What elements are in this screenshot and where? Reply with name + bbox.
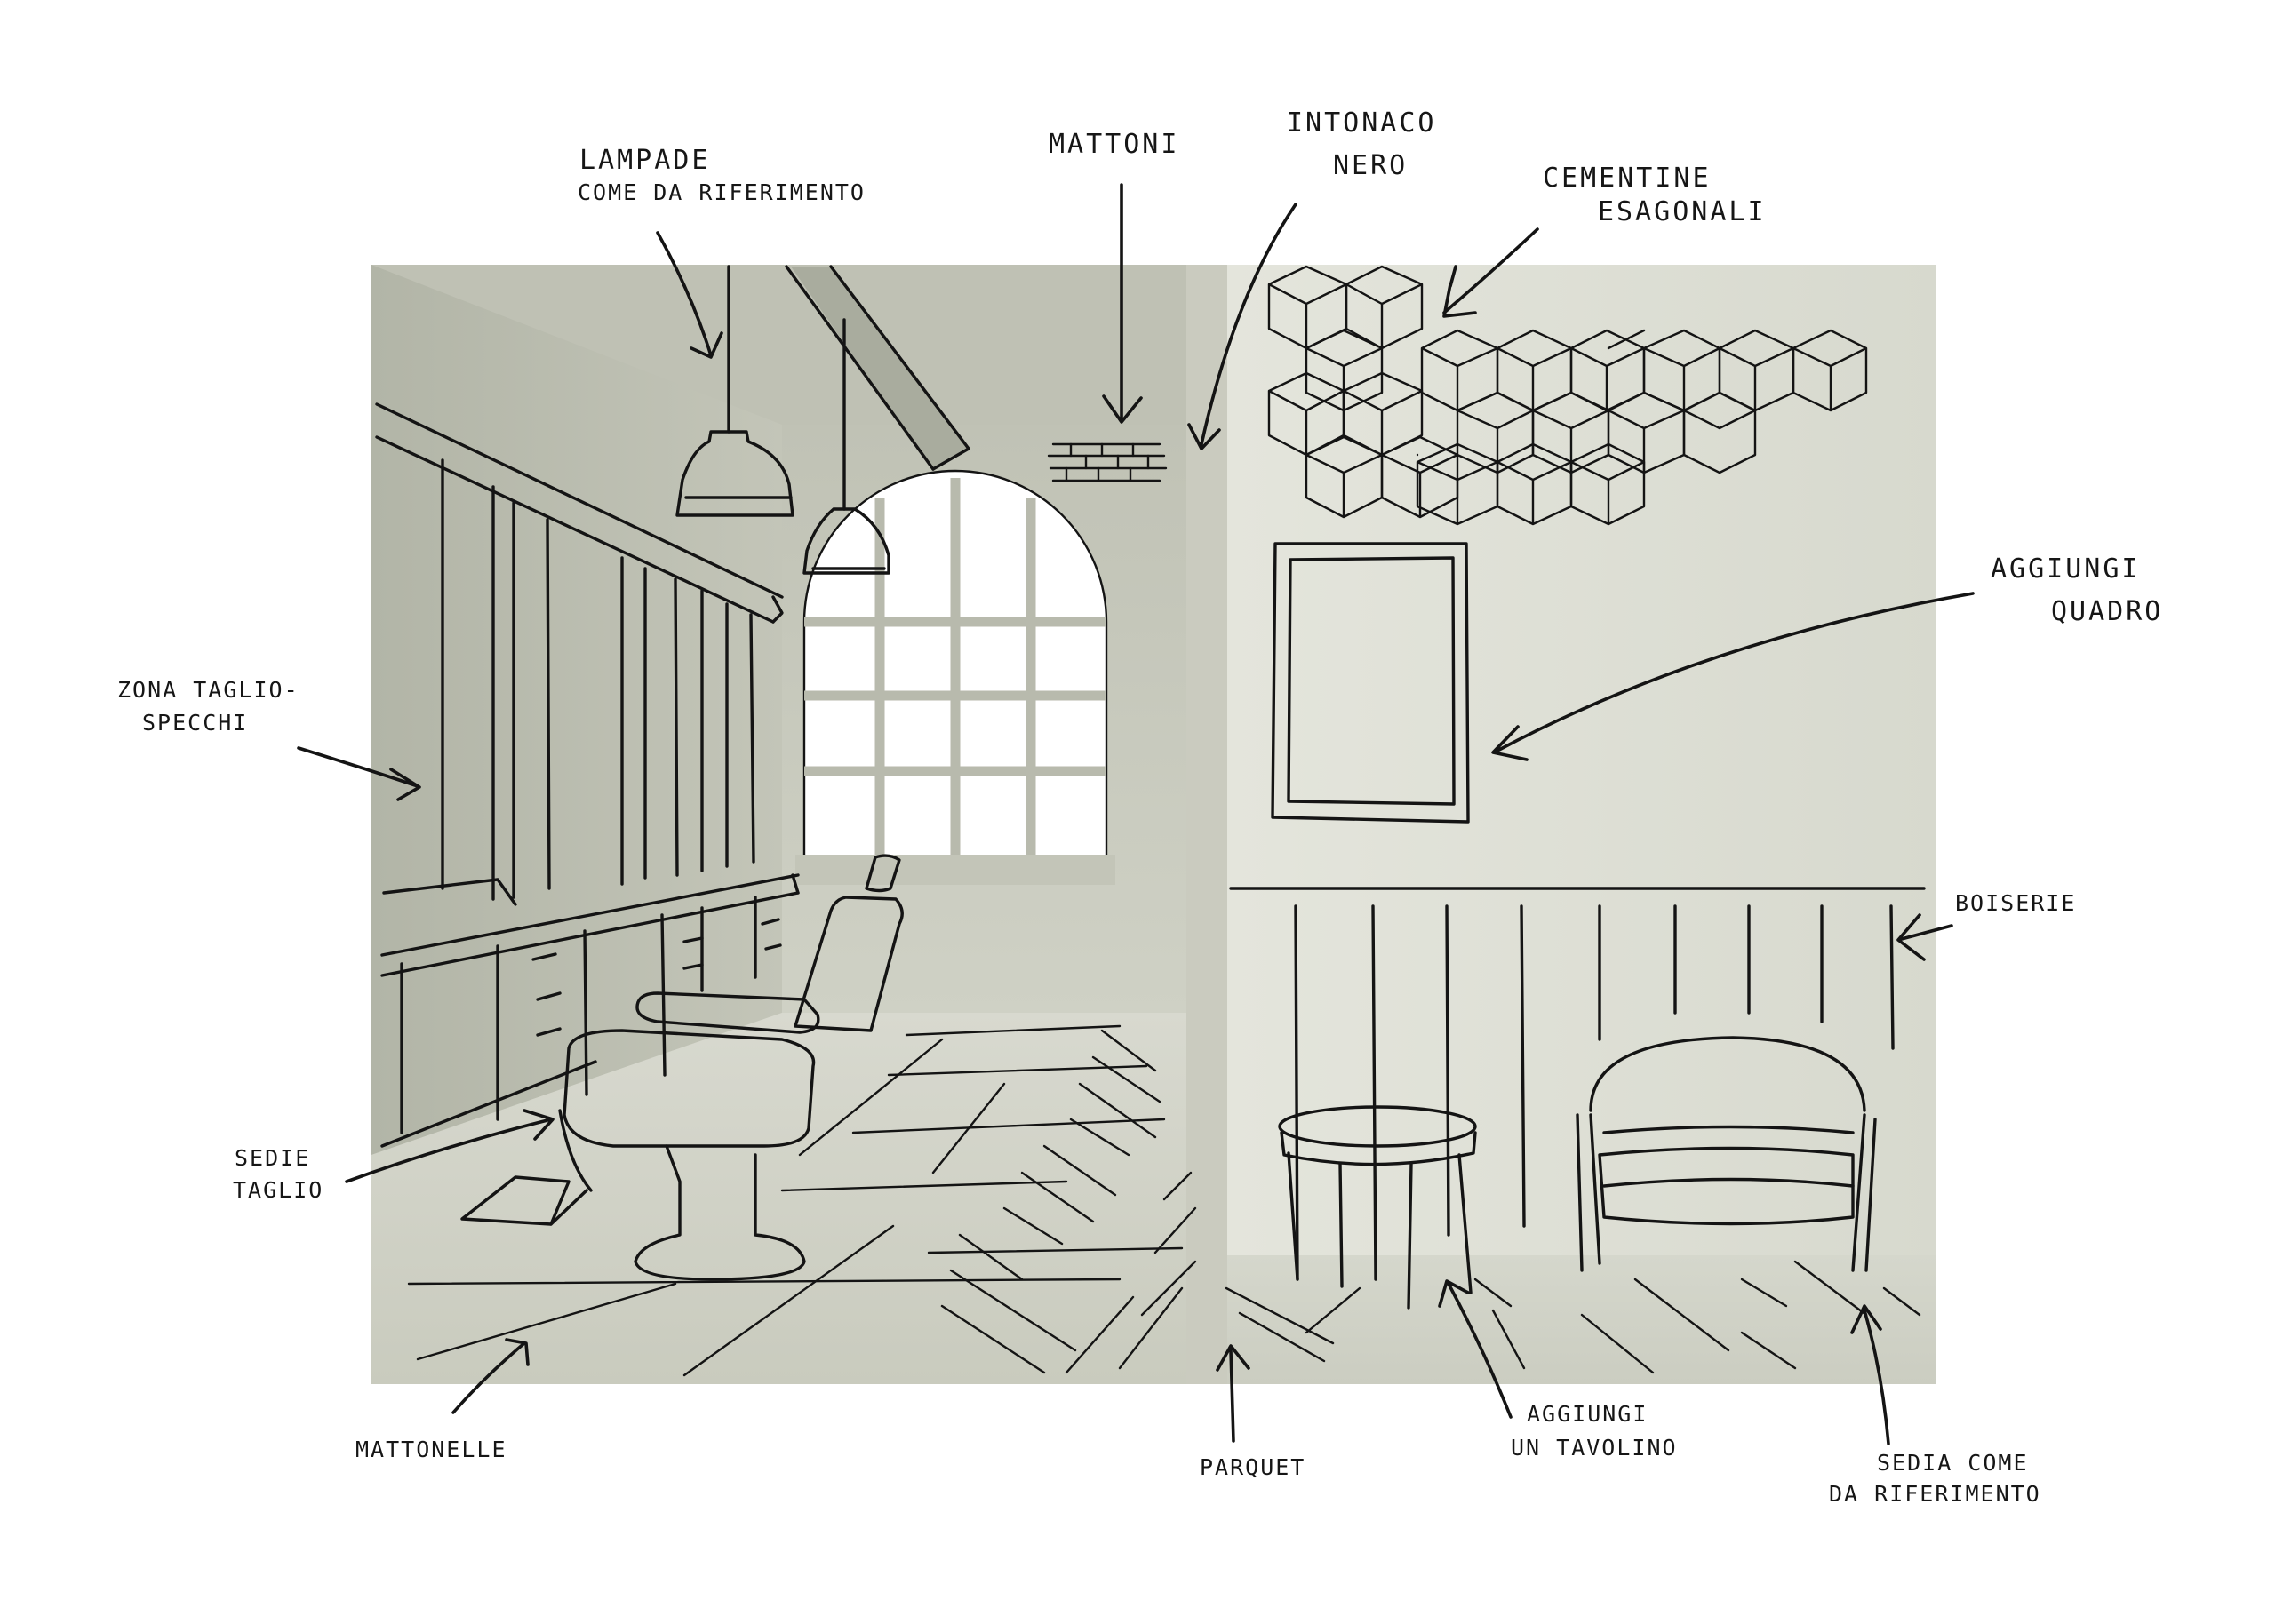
arrow-intonaco (1187, 203, 1297, 450)
label-zona-taglio: ZONA TAGLIO- (117, 677, 299, 703)
label-cementine-sub: ESAGONALI (1598, 196, 1767, 227)
picture-frame (1271, 542, 1470, 824)
left-wall (371, 265, 782, 1155)
arrow-boiserie (1896, 913, 1953, 961)
label-aggiungi-tavolino-sub: UN TAVOLINO (1511, 1435, 1678, 1461)
pendant-lamps (675, 265, 890, 575)
side-table (1278, 1105, 1477, 1310)
right-floor (1227, 1255, 1936, 1384)
label-intonaco: INTONACO (1287, 107, 1437, 139)
label-sedia-riferimento: SEDIA COME (1877, 1450, 2029, 1476)
label-sedia-riferimento-sub: DA RIFERIMENTO (1829, 1481, 2041, 1507)
label-boiserie: BOISERIE (1955, 890, 2076, 916)
floor-tiles (371, 1013, 1227, 1384)
arrow-sedia (1850, 1304, 1890, 1445)
ceiling-beam (791, 267, 969, 471)
label-sedie: SEDIE (235, 1145, 310, 1171)
brick-patch (1047, 442, 1168, 482)
floor-tile-lines (407, 1024, 1184, 1377)
boiserie-panels (1229, 887, 1926, 1281)
label-mattonelle: MATTONELLE (355, 1437, 507, 1462)
arrow-zona-taglio (297, 746, 421, 801)
armchair (1576, 1036, 1877, 1272)
label-lampade: LAMPADE (579, 145, 710, 176)
barber-chair (460, 854, 904, 1281)
arrow-mattonelle (451, 1338, 530, 1414)
arrow-tavolino (1438, 1279, 1513, 1419)
arrow-lampade (656, 231, 723, 359)
label-sedie-sub: TAGLIO (233, 1177, 323, 1203)
label-parquet: PARQUET (1200, 1454, 1305, 1480)
label-zona-taglio-sub: SPECCHI (142, 710, 248, 736)
label-cementine: CEMENTINE (1543, 163, 1712, 194)
right-wall (1227, 265, 1936, 1255)
mirror-wall (375, 402, 800, 1148)
label-aggiungi-quadro-sub: QUADRO (2051, 596, 2163, 627)
label-intonaco-sub: NERO (1333, 150, 1408, 181)
label-aggiungi-tavolino: AGGIUNGI (1527, 1401, 1648, 1427)
arrow-quadro (1491, 592, 1975, 761)
arrow-mattoni (1102, 183, 1143, 424)
wall-corner (1186, 265, 1229, 1384)
hexagonal-cement-tiles (1267, 265, 1868, 526)
annotation-arrows (297, 183, 1975, 1445)
parquet-lines (940, 1029, 1921, 1374)
label-mattoni: MATTONI (1049, 129, 1179, 160)
arrow-parquet (1216, 1344, 1250, 1443)
room-render (371, 265, 1936, 1384)
label-aggiungi-quadro: AGGIUNGI (1991, 553, 2141, 585)
annotation-labels: LAMPADE COME DA RIFERIMENTO MATTONI INTO… (117, 107, 2163, 1507)
label-lampade-sub: COME DA RIFERIMENTO (578, 179, 866, 205)
arrow-sedie (345, 1109, 555, 1183)
ceiling (371, 265, 1227, 425)
arched-window (795, 469, 1115, 885)
arrow-cementine (1442, 227, 1539, 318)
